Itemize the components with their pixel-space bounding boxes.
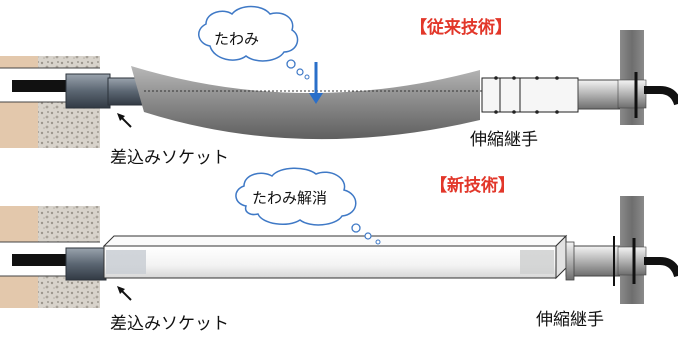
old-steel-post bbox=[620, 30, 644, 125]
new-method-diagram bbox=[0, 167, 678, 308]
new-socket bbox=[65, 247, 107, 281]
old-expansion-joint bbox=[481, 76, 629, 114]
old-joint-label: 伸縮継手 bbox=[470, 130, 538, 150]
old-pipe-sagging bbox=[131, 66, 480, 140]
new-method-title: 【新技術】 bbox=[430, 176, 515, 196]
new-joint-label: 伸縮継手 bbox=[536, 310, 604, 330]
new-thought-bubble bbox=[235, 167, 381, 245]
old-method-title: 【従来技術】 bbox=[410, 18, 512, 38]
old-thought-bubble bbox=[198, 5, 310, 80]
new-socket-pointer bbox=[117, 286, 132, 301]
old-socket-label: 差込みソケット bbox=[110, 148, 229, 168]
old-exit-rod bbox=[644, 86, 678, 106]
new-bubble-text: たわみ解消 bbox=[252, 189, 328, 207]
old-bubble-text: たわみ bbox=[214, 30, 260, 48]
old-socket bbox=[65, 73, 145, 109]
deflection-arrow bbox=[309, 62, 323, 104]
old-method-diagram bbox=[0, 5, 678, 148]
old-socket-pointer bbox=[117, 113, 132, 128]
new-pipe-straight bbox=[102, 234, 568, 280]
new-exit-rod bbox=[644, 257, 678, 278]
new-socket-label: 差込みソケット bbox=[110, 314, 229, 334]
